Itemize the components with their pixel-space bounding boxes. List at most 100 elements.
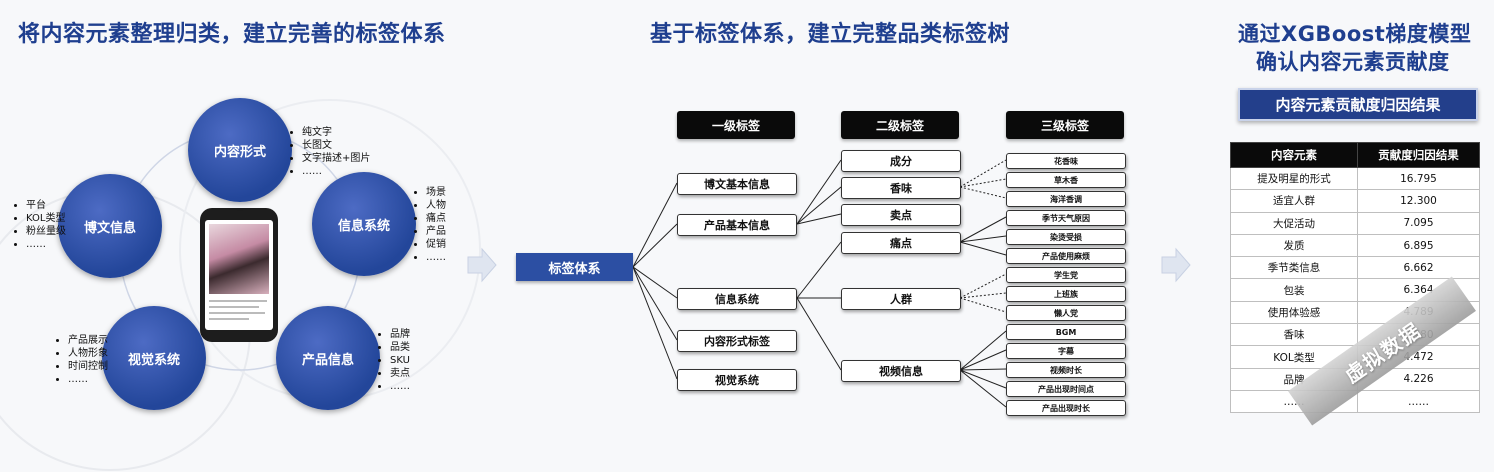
value-cell: 6.662 bbox=[1357, 256, 1480, 280]
level3-node: 染烫受损 bbox=[1006, 229, 1126, 245]
level2-node: 视频信息 bbox=[841, 360, 961, 382]
circle-product-info: 产品信息 bbox=[276, 306, 380, 410]
tag-item: 卖点 bbox=[390, 367, 410, 380]
level2-node: 卖点 bbox=[841, 204, 961, 226]
tags-info-system: 场景 人物 痛点 产品 促销 …… bbox=[412, 186, 446, 264]
value-cell: 12.300 bbox=[1357, 189, 1480, 213]
value-cell: 16.795 bbox=[1357, 166, 1480, 191]
tag-item: 平台 bbox=[26, 199, 66, 212]
level3-node: 草木香 bbox=[1006, 172, 1126, 188]
tag-item: …… bbox=[26, 238, 66, 251]
tags-post-info: 平台 KOL类型 粉丝量级 …… bbox=[12, 199, 66, 251]
section3-title-line2: 确认内容元素贡献度 bbox=[1256, 50, 1450, 74]
tag-item: 品类 bbox=[390, 341, 410, 354]
tag-item: …… bbox=[390, 380, 410, 393]
tags-visual-system: 产品展示 人物形象 时间控制 …… bbox=[54, 334, 108, 386]
level3-node: 季节天气原因 bbox=[1006, 210, 1126, 226]
tag-item: KOL类型 bbox=[26, 212, 66, 225]
tag-item: SKU bbox=[390, 354, 410, 367]
tags-product-info: 品牌 品类 SKU 卖点 …… bbox=[376, 328, 410, 393]
tag-item: 文字描述+图片 bbox=[302, 152, 370, 165]
tag-item: 痛点 bbox=[426, 212, 446, 225]
level1-node: 博文基本信息 bbox=[677, 173, 797, 195]
level3-node: 产品使用麻烦 bbox=[1006, 248, 1126, 264]
tag-item: 人物形象 bbox=[68, 347, 108, 360]
tag-item: …… bbox=[426, 251, 446, 264]
value-cell: 7.095 bbox=[1357, 211, 1480, 235]
circle-label: 博文信息 bbox=[83, 220, 136, 236]
circle-label: 信息系统 bbox=[337, 218, 390, 234]
tags-content-form: 纯文字 长图文 文字描述+图片 …… bbox=[288, 126, 370, 178]
level2-node: 成分 bbox=[841, 150, 961, 172]
level1-node: 视觉系统 bbox=[677, 369, 797, 391]
element-cell: 包装 bbox=[1230, 278, 1358, 302]
level3-node: 海洋香调 bbox=[1006, 191, 1126, 207]
section3-title-line1: 通过XGBoost梯度模型 bbox=[1238, 22, 1472, 46]
value-cell: …… bbox=[1357, 389, 1480, 414]
chevron-right-icon bbox=[467, 247, 497, 283]
tag-item: 纯文字 bbox=[302, 126, 370, 139]
section2-title: 基于标签体系，建立完整品类标签树 bbox=[650, 22, 1011, 47]
level2-node: 人群 bbox=[841, 288, 961, 310]
tag-item: 长图文 bbox=[302, 139, 370, 152]
value-cell: 6.895 bbox=[1357, 233, 1480, 258]
tag-item: 粉丝量级 bbox=[26, 225, 66, 238]
tag-item: …… bbox=[302, 165, 370, 178]
tag-tree-root: 标签体系 bbox=[516, 253, 633, 281]
level3-node: 字幕 bbox=[1006, 343, 1126, 359]
level3-node: 上班族 bbox=[1006, 286, 1126, 302]
level2-node: 香味 bbox=[841, 177, 961, 199]
element-cell: 发质 bbox=[1230, 233, 1358, 258]
element-cell: 使用体验感 bbox=[1230, 300, 1358, 325]
circle-label: 内容形式 bbox=[213, 144, 266, 160]
element-cell: 适宜人群 bbox=[1230, 189, 1358, 213]
level3-node: 产品出现时长 bbox=[1006, 400, 1126, 416]
tag-item: 场景 bbox=[426, 186, 446, 199]
level3-node: 花香味 bbox=[1006, 153, 1126, 169]
circle-content-form: 内容形式 bbox=[188, 98, 292, 202]
column-header: 内容元素 bbox=[1230, 142, 1358, 168]
column-header: 贡献度归因结果 bbox=[1357, 142, 1480, 168]
level3-node: 学生党 bbox=[1006, 267, 1126, 283]
element-cell: 提及明星的形式 bbox=[1230, 166, 1358, 191]
circle-label: 产品信息 bbox=[301, 352, 354, 368]
phone-screen bbox=[205, 220, 273, 330]
level2-node: 痛点 bbox=[841, 232, 961, 254]
level3-node: 懒人党 bbox=[1006, 305, 1126, 321]
result-banner: 内容元素贡献度归因结果 bbox=[1238, 88, 1478, 121]
tag-item: 产品 bbox=[426, 225, 446, 238]
level3-node: 视频时长 bbox=[1006, 362, 1126, 378]
circle-post-info: 博文信息 bbox=[58, 174, 162, 278]
tag-item: …… bbox=[68, 373, 108, 386]
tag-item: 促销 bbox=[426, 238, 446, 251]
element-cell: 大促活动 bbox=[1230, 211, 1358, 235]
header-level3: 三级标签 bbox=[1006, 111, 1124, 139]
header-level1: 一级标签 bbox=[677, 111, 795, 139]
section1-title: 将内容元素整理归类，建立完善的标签体系 bbox=[18, 22, 446, 47]
tag-item: 产品展示 bbox=[68, 334, 108, 347]
header-level2: 二级标签 bbox=[841, 111, 959, 139]
level3-node: BGM bbox=[1006, 324, 1126, 340]
level1-node: 产品基本信息 bbox=[677, 214, 797, 236]
tag-item: 人物 bbox=[426, 199, 446, 212]
circle-info-system: 信息系统 bbox=[312, 172, 416, 276]
table-header-row: 内容元素 贡献度归因结果 bbox=[1230, 142, 1480, 168]
element-cell: 香味 bbox=[1230, 323, 1358, 347]
level1-node: 信息系统 bbox=[677, 288, 797, 310]
post-photo bbox=[209, 224, 269, 294]
element-cell: 季节类信息 bbox=[1230, 256, 1358, 280]
tag-item: 时间控制 bbox=[68, 360, 108, 373]
level1-node: 内容形式标签 bbox=[677, 330, 797, 352]
chevron-right-icon bbox=[1161, 247, 1191, 283]
tag-item: 品牌 bbox=[390, 328, 410, 341]
phone-mockup bbox=[200, 208, 278, 342]
circle-label: 视觉系统 bbox=[127, 352, 180, 368]
